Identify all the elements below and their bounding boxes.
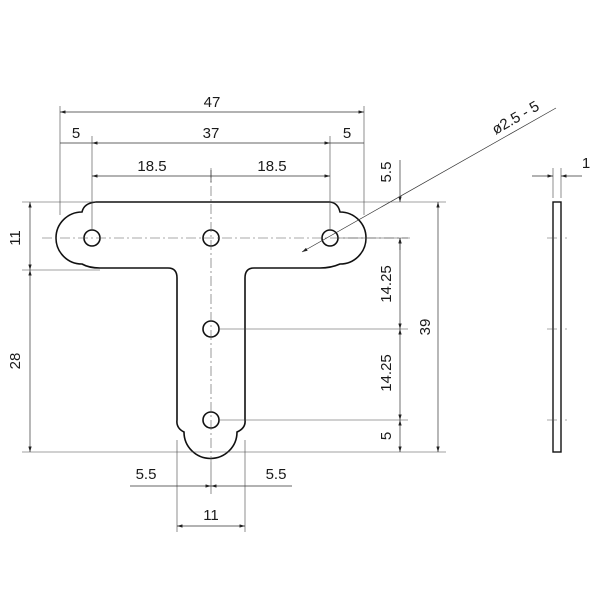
dim-stem-height: 28 <box>7 353 24 370</box>
dim-hole-span: 37 <box>203 125 220 142</box>
dim-stem-width: 11 <box>203 507 219 524</box>
dim-thickness: 1 <box>582 155 590 172</box>
dim-hole-pitch-1: 14.25 <box>378 265 395 303</box>
dim-hole-pitch-2: 14.25 <box>378 354 395 392</box>
dim-arm-height: 11 <box>7 230 24 246</box>
dim-overall-width: 47 <box>204 94 221 111</box>
side-view-plate <box>552 201 562 453</box>
dim-hole-to-bottom: 5 <box>378 432 395 440</box>
dim-top-to-hole: 5.5 <box>378 162 395 183</box>
dim-left-margin: 5 <box>72 125 80 142</box>
dim-right-margin: 5 <box>343 125 351 142</box>
dim-stem-half-left: 5.5 <box>136 466 157 483</box>
dim-half-span-left: 18.5 <box>137 158 166 175</box>
hole-callout-leader <box>301 107 557 253</box>
dim-half-span-right: 18.5 <box>257 158 286 175</box>
dim-stem-half-right: 5.5 <box>266 466 287 483</box>
hole-callout: ø2.5 - 5 <box>489 98 542 139</box>
dim-total-height: 39 <box>417 319 434 336</box>
